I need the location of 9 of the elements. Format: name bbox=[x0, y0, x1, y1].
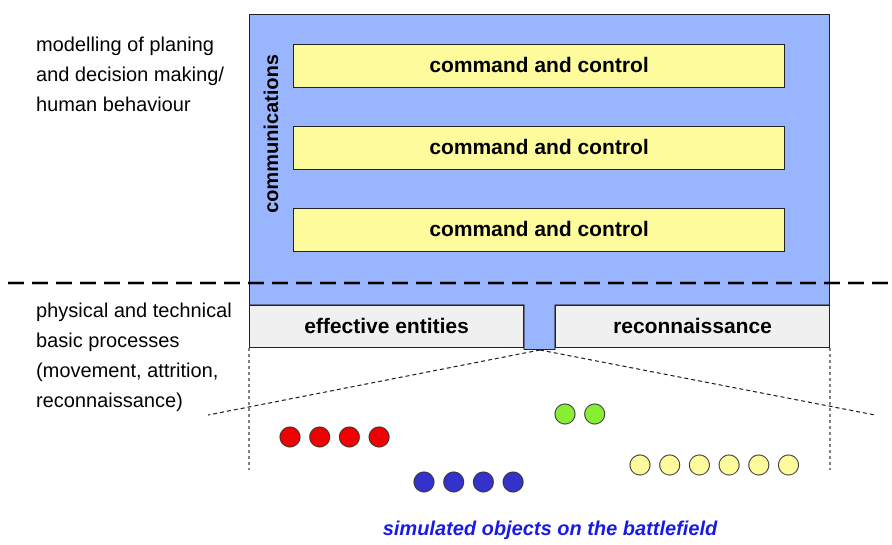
process-box: command and control bbox=[293, 44, 785, 88]
process-box: effective entities bbox=[249, 305, 524, 348]
caption: simulated objects on the battlefield bbox=[382, 518, 718, 541]
process-box: command and control bbox=[293, 208, 785, 252]
process-box: command and control bbox=[293, 126, 785, 170]
side-note: modelling of planing and decision making/ human behaviour bbox=[36, 33, 225, 118]
side-note: physical and technical basic processes (movement, attrition, reconnaissance) bbox=[36, 299, 232, 414]
panel-title: communications bbox=[261, 54, 284, 213]
process-box: reconnaissance bbox=[555, 305, 830, 348]
